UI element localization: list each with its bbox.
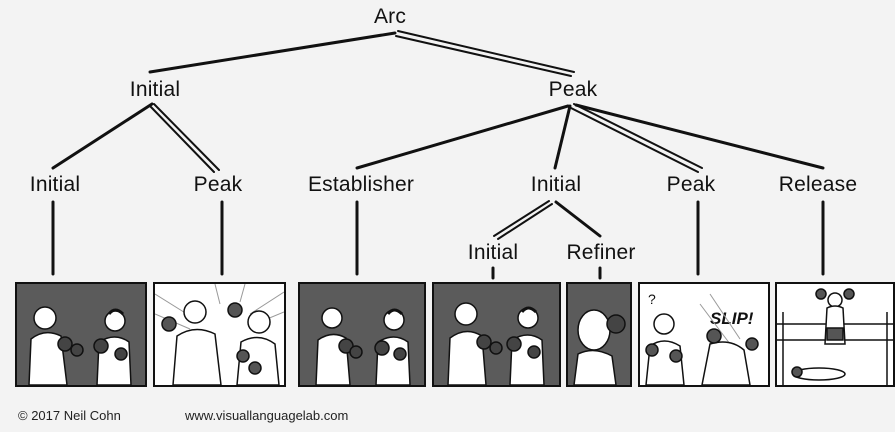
edge-initial2-initial3-b: [497, 203, 553, 240]
edge-peak-release: [574, 103, 825, 170]
comic-panel-peak-2: ? SLIP!: [638, 282, 770, 387]
node-peak: Peak: [548, 78, 598, 101]
edge-arc-peak-a: [397, 30, 575, 73]
slip-sound-effect: SLIP!: [710, 309, 754, 328]
node-peak-2: Peak: [666, 173, 716, 196]
copyright-text: © 2017 Neil Cohn: [18, 408, 121, 423]
node-initial-1: Initial: [29, 173, 81, 196]
edge-initial2-refiner: [554, 200, 602, 238]
edge-peak-establisher: [355, 104, 570, 170]
node-initial-2: Initial: [530, 173, 582, 196]
node-peak-1: Peak: [193, 173, 243, 196]
closeup-illustration: [573, 309, 626, 385]
boxers-illustration: [447, 302, 545, 385]
comic-panel-establisher: [298, 282, 426, 387]
slip-illustration: ? SLIP!: [645, 291, 759, 385]
node-refiner: Refiner: [566, 241, 636, 264]
edge-peak-peak-a: [573, 103, 703, 169]
edge-initial2-initial3-a: [493, 200, 550, 237]
edge-arc-peak-b: [395, 35, 572, 77]
comic-panel-refiner: [566, 282, 632, 387]
comic-panel-initial-1: [15, 282, 147, 387]
edge-initial-initial: [51, 102, 154, 170]
comic-panel-peak-1: [153, 282, 286, 387]
node-arc: Arc: [373, 5, 407, 28]
boxers-illustration: [315, 307, 411, 385]
node-initial: Initial: [129, 78, 181, 101]
comic-panel-release: [775, 282, 895, 387]
website-url: www.visuallanguagelab.com: [185, 408, 349, 423]
boxers-illustration: [28, 306, 132, 385]
edge-initial-peak-a: [153, 103, 220, 171]
punch-illustration: [155, 284, 284, 385]
question-mark-text: ?: [648, 291, 656, 307]
edge-arc-initial: [148, 31, 397, 74]
node-release: Release: [778, 173, 858, 196]
node-establisher: Establisher: [307, 173, 415, 196]
edge-peak-initial: [553, 104, 572, 170]
edge-peak-peak-b: [570, 107, 699, 173]
comic-panel-initial-3: [432, 282, 561, 387]
edge-initial-peak-b: [149, 105, 215, 173]
knockout-illustration: [777, 288, 893, 385]
node-initial-3: Initial: [467, 241, 519, 264]
